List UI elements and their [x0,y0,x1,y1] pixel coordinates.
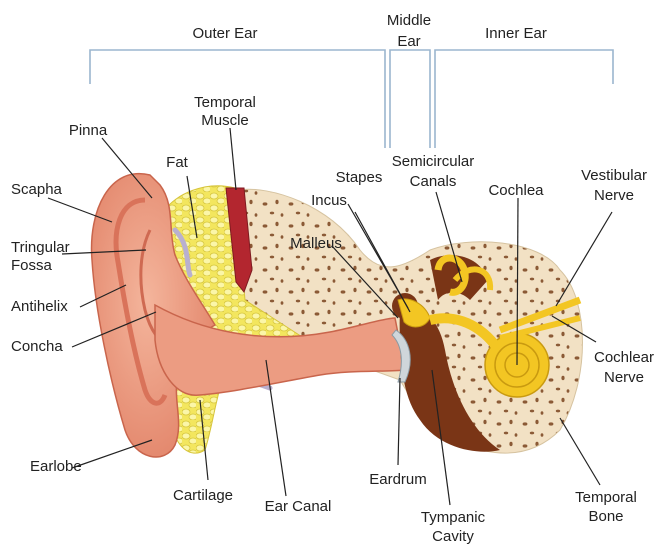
label-fat: Fat [166,154,189,171]
section-label-middle-ear-line1: Middle [387,12,431,29]
label-malleus: Malleus [290,235,342,252]
middle-ear-bracket [390,50,430,148]
label-pinna: Pinna [69,122,108,139]
section-label-outer-ear: Outer Ear [192,25,257,42]
label-stapes: Stapes [336,169,383,186]
label-concha: Concha [11,338,63,355]
label-scapha: Scapha [11,181,63,198]
label-cochlear-nerve-line2: Nerve [604,369,644,386]
label-earlobe: Earlobe [30,458,82,475]
label-temporal-muscle-line1: Temporal [194,94,256,111]
section-label-middle-ear-line2: Ear [397,33,420,50]
label-tympanic-cavity-line2: Cavity [432,528,474,545]
section-brackets [90,50,613,148]
label-tringular-fossa-line1: Tringular [11,239,70,256]
label-tringular-fossa-line2: Fossa [11,257,53,274]
label-temporal-bone-line1: Temporal [575,489,637,506]
label-temporal-bone-line2: Bone [588,508,623,525]
label-vestibular-nerve-line2: Nerve [594,187,634,204]
label-eardrum: Eardrum [369,471,427,488]
label-semicircular-canals-line2: Canals [410,173,457,190]
label-antihelix: Antihelix [11,298,68,315]
label-incus: Incus [311,192,347,209]
label-ear-canal: Ear Canal [265,498,332,515]
label-cochlea: Cochlea [488,182,544,199]
inner-ear-bracket [435,50,613,148]
section-label-inner-ear: Inner Ear [485,25,547,42]
label-semicircular-canals-line1: Semicircular [392,153,475,170]
label-cartilage: Cartilage [173,487,233,504]
label-temporal-muscle-line2: Muscle [201,112,249,129]
label-vestibular-nerve-line1: Vestibular [581,167,647,184]
label-tympanic-cavity-line1: Tympanic [421,509,486,526]
label-cochlear-nerve-line1: Cochlear [594,349,654,366]
